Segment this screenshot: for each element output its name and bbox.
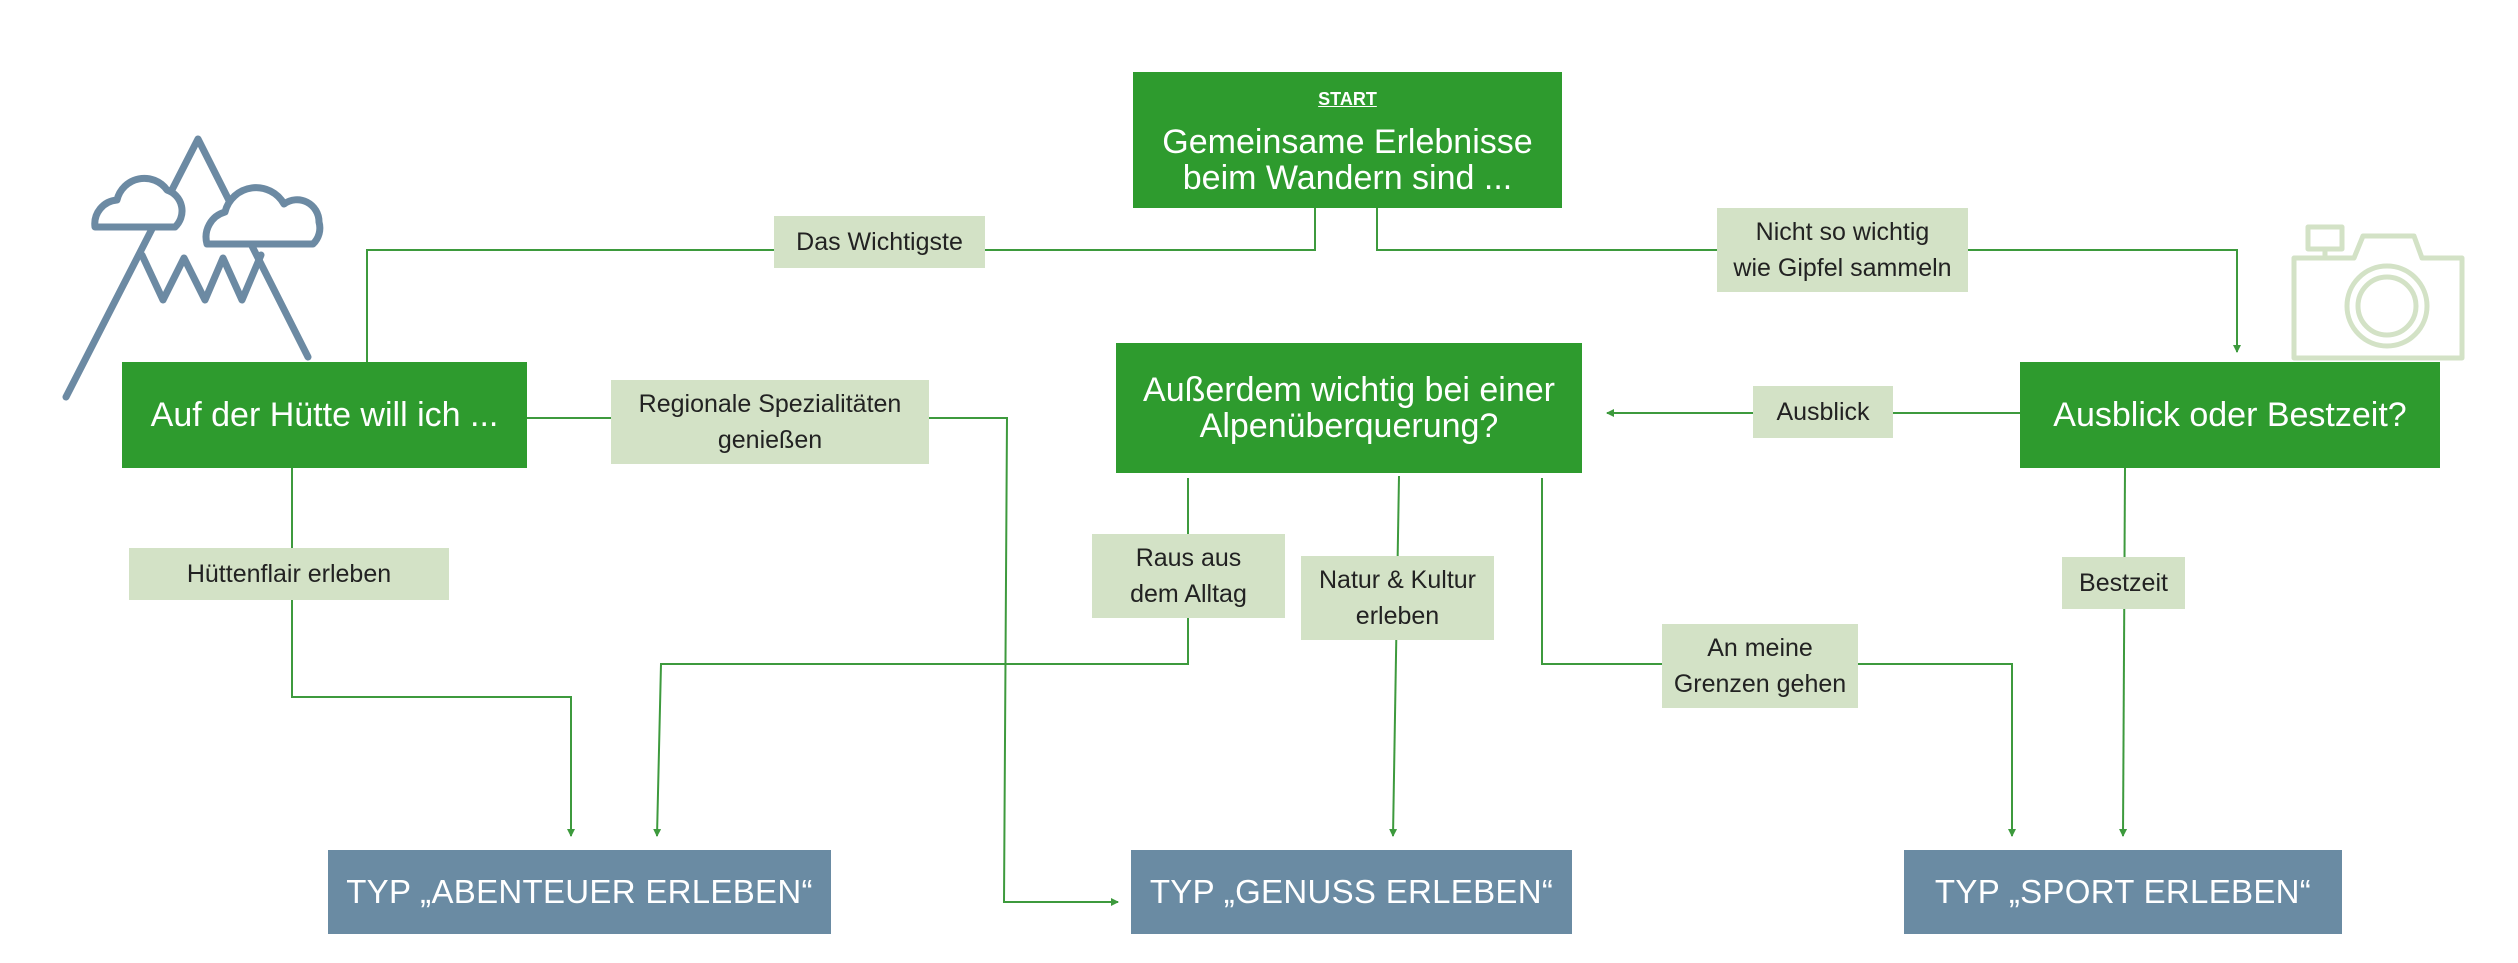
label-regional-line2: genießen [717, 426, 823, 454]
label-alltag: Raus aus dem Alltag [1092, 534, 1285, 618]
ausblick-question-text: Ausblick oder Bestzeit? [2053, 396, 2407, 434]
start-question: START Gemeinsame Erlebnisse beim Wandern… [1133, 72, 1562, 208]
label-natur-line1: Natur & Kultur [1318, 566, 1476, 594]
connector-ausblick-bestzeit-to-sport [2119, 467, 2128, 837]
start-question-line2: beim Wandern sind ... [1182, 159, 1513, 197]
start-kicker: START [1318, 89, 1377, 109]
label-alltag-line2: dem Alltag [1130, 580, 1247, 608]
alpen-question-line2: Alpenüberquerung? [1199, 407, 1499, 445]
result-sport-text: TYP „SPORT ERLEBEN“ [1934, 873, 2312, 910]
label-wichtigste: Das Wichtigste [774, 216, 985, 268]
mountain-clouds-icon [62, 135, 324, 401]
label-grenzen: An meine Grenzen gehen [1662, 624, 1858, 708]
label-grenzen-line1: An meine [1707, 634, 1813, 662]
huette-question: Auf der Hütte will ich ... [122, 362, 527, 468]
label-gipfel-line1: Nicht so wichtig [1755, 218, 1930, 246]
result-abenteuer-text: TYP „ABENTEUER ERLEBEN“ [346, 873, 813, 910]
label-natur-line2: erleben [1355, 602, 1440, 630]
label-grenzen-line2: Grenzen gehen [1673, 670, 1847, 698]
connector-huette-to-abenteuer [291, 468, 575, 837]
label-bestzeit: Bestzeit [2062, 557, 2185, 609]
result-sport: TYP „SPORT ERLEBEN“ [1904, 850, 2342, 934]
label-ausblick: Ausblick [1753, 386, 1893, 438]
connector-huette-to-genuss [527, 417, 1119, 906]
result-genuss: TYP „GENUSS ERLEBEN“ [1131, 850, 1572, 934]
alpen-question-line1: Außerdem wichtig bei einer [1143, 371, 1555, 409]
huette-question-text: Auf der Hütte will ich ... [150, 396, 499, 434]
label-wichtigste-text: Das Wichtigste [796, 228, 963, 256]
camera-icon [2291, 224, 2465, 361]
label-regional-line1: Regionale Spezialitäten [638, 390, 902, 418]
label-huettenflair: Hüttenflair erleben [129, 548, 449, 600]
label-gipfel: Nicht so wichtig wie Gipfel sammeln [1717, 208, 1968, 292]
alpen-question: Außerdem wichtig bei einer Alpenüberquer… [1116, 343, 1582, 473]
result-genuss-text: TYP „GENUSS ERLEBEN“ [1149, 873, 1554, 910]
connector-alpen-alltag-to-abenteuer [653, 478, 1189, 837]
start-question-line1: Gemeinsame Erlebnisse [1162, 123, 1533, 161]
label-ausblick-text: Ausblick [1776, 398, 1870, 426]
label-natur: Natur & Kultur erleben [1301, 556, 1494, 640]
label-huettenflair-text: Hüttenflair erleben [186, 560, 392, 588]
result-abenteuer: TYP „ABENTEUER ERLEBEN“ [328, 850, 831, 934]
label-regional: Regionale Spezialitäten genießen [611, 380, 929, 464]
label-gipfel-line2: wie Gipfel sammeln [1733, 254, 1952, 282]
connector-alpen-natur-to-genuss [1389, 475, 1400, 837]
ausblick-question: Ausblick oder Bestzeit? [2020, 362, 2440, 468]
label-alltag-line1: Raus aus [1135, 544, 1242, 572]
label-bestzeit-text: Bestzeit [2079, 569, 2168, 597]
